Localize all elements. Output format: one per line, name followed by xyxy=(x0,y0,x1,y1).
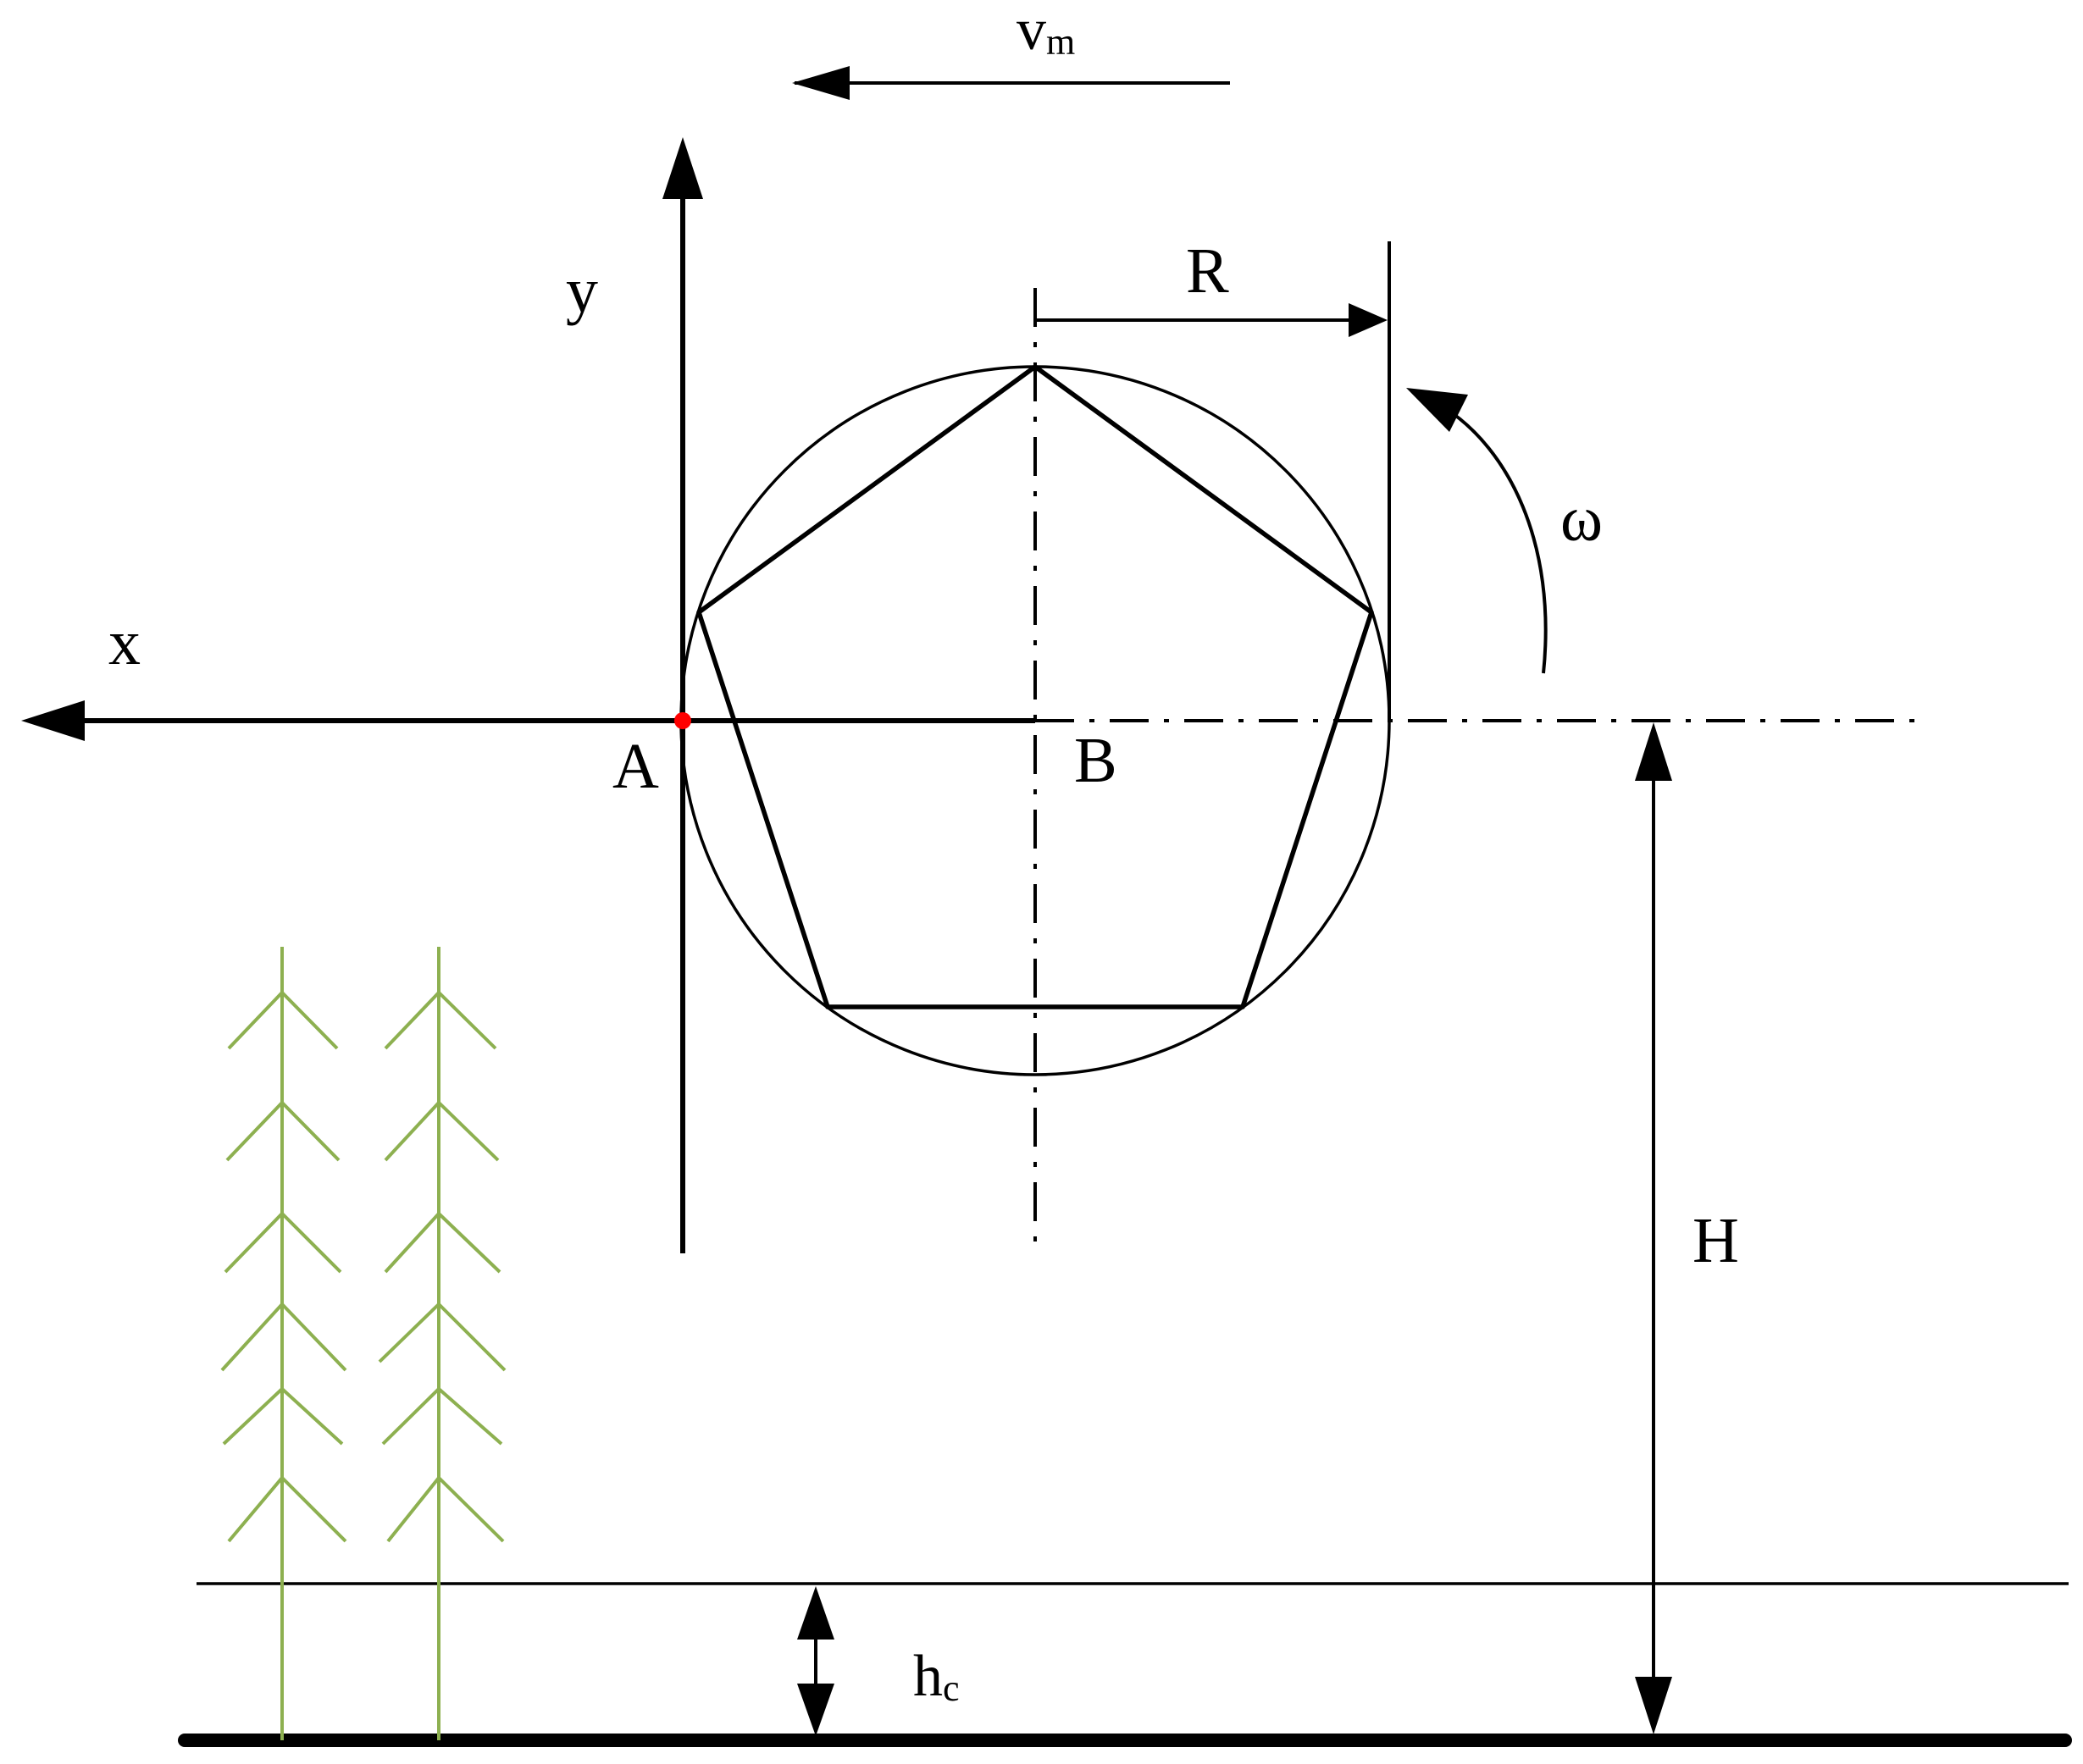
omega-label: ω xyxy=(1560,484,1603,555)
point-b-label: B xyxy=(1074,725,1117,796)
crop-height-label: hc xyxy=(913,1644,960,1709)
reel-pentagon xyxy=(696,364,1374,1009)
height-arrowhead-bottom xyxy=(1635,1677,1672,1734)
radius-label: R xyxy=(1186,235,1229,307)
radius-arrowhead xyxy=(1349,303,1388,337)
crop-plant-left xyxy=(220,947,347,1740)
crop-height-arrowhead-top xyxy=(797,1586,834,1640)
point-a-marker xyxy=(674,712,691,729)
crop-plant-right xyxy=(378,947,507,1740)
point-a-label: A xyxy=(612,731,659,802)
velocity-arrowhead xyxy=(792,66,850,100)
velocity-label: vm xyxy=(1017,0,1075,63)
x-axis-arrowhead xyxy=(21,700,85,741)
height-label: H xyxy=(1692,1205,1739,1276)
rotation-arc xyxy=(1443,406,1548,674)
x-axis-label: x xyxy=(108,607,141,678)
rotation-arrowhead xyxy=(1406,388,1468,432)
y-axis-arrowhead xyxy=(662,137,703,199)
height-arrowhead-top xyxy=(1635,722,1672,781)
y-axis-label: y xyxy=(566,255,598,326)
crop-height-arrowhead-bottom xyxy=(797,1684,834,1736)
